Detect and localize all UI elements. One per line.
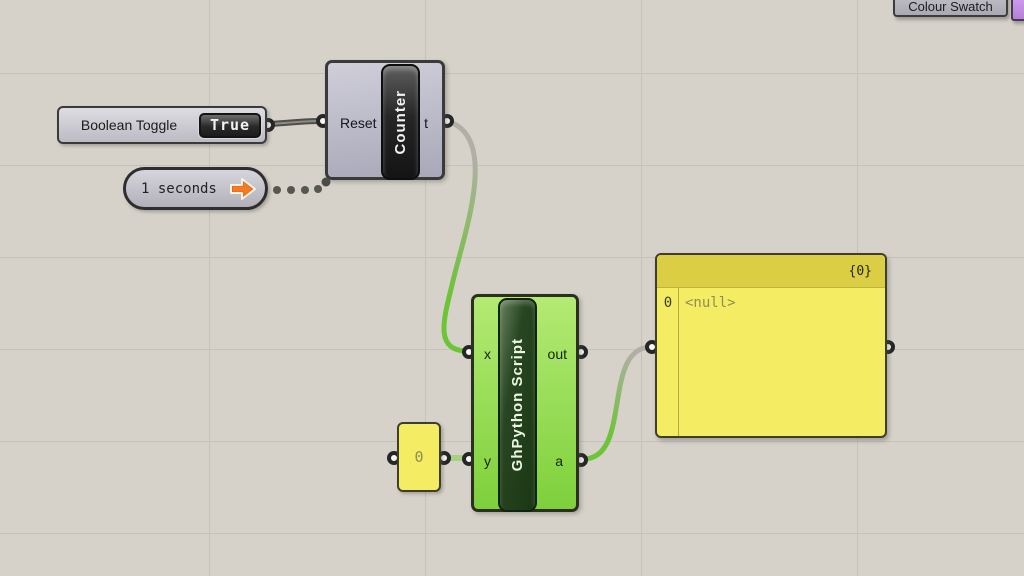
panel-index-divider bbox=[678, 288, 679, 436]
boolean-toggle-label: Boolean Toggle bbox=[80, 117, 178, 133]
ghpython-component[interactable]: x y GhPython Script out a bbox=[471, 294, 579, 512]
wire-python-a-to-panel[interactable] bbox=[583, 344, 651, 462]
panel-row-value: <null> bbox=[685, 295, 736, 311]
panel-row-index: 0 bbox=[663, 295, 673, 311]
value-panel-component[interactable]: 0 bbox=[397, 422, 441, 492]
purple-swatch[interactable] bbox=[1011, 0, 1024, 21]
timer-play-arrow-icon[interactable] bbox=[229, 177, 257, 201]
counter-input-label: Reset bbox=[340, 115, 377, 131]
python-output-a-label: a bbox=[555, 453, 563, 469]
wire-toggle-to-reset[interactable] bbox=[268, 118, 321, 127]
timer-component[interactable]: 1 seconds bbox=[123, 167, 268, 210]
colour-swatch-label: Colour Swatch bbox=[908, 0, 993, 14]
wire-toggle-to-reset-core bbox=[268, 120, 321, 125]
data-panel-component[interactable]: {0} 0 <null> bbox=[655, 253, 887, 438]
colour-swatch-component[interactable]: Colour Swatch bbox=[893, 0, 1008, 17]
python-output-out-label: out bbox=[547, 346, 567, 362]
counter-component[interactable]: Reset Counter t bbox=[325, 60, 445, 180]
panel-branch-path: {0} bbox=[848, 263, 872, 279]
counter-title: Counter bbox=[392, 89, 409, 155]
python-name-capsule[interactable]: GhPython Script bbox=[498, 298, 537, 512]
python-input-y-label: y bbox=[484, 453, 491, 469]
timer-interval-label: 1 seconds bbox=[141, 180, 217, 197]
panel-branch-header: {0} bbox=[657, 255, 885, 288]
python-title: GhPython Script bbox=[509, 338, 526, 472]
counter-name-capsule[interactable]: Counter bbox=[381, 64, 420, 180]
value-panel-value: 0 bbox=[414, 448, 424, 466]
counter-output-label: t bbox=[424, 115, 428, 131]
python-input-x-label: x bbox=[484, 346, 491, 362]
boolean-toggle-value-button[interactable]: True bbox=[199, 112, 261, 138]
panel-body: 0 <null> bbox=[657, 288, 885, 436]
boolean-toggle-component[interactable]: Boolean Toggle True bbox=[57, 106, 267, 144]
